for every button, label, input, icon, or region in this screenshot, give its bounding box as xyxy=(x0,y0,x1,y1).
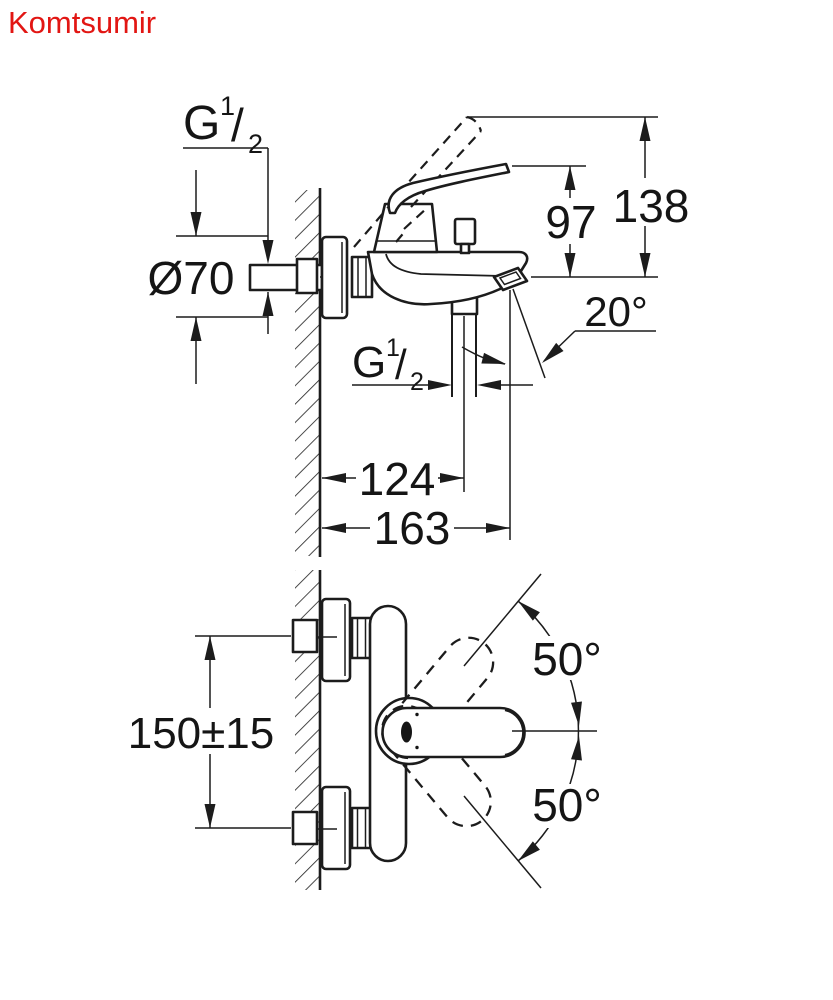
upper-square-nut xyxy=(291,618,319,654)
label-shower-thread-sub: 2 xyxy=(410,368,424,396)
dim-depth-163: 163 xyxy=(322,502,510,554)
spout-aerator xyxy=(492,266,529,292)
label-diameter-70: Ø70 xyxy=(148,252,235,304)
wall-hatching xyxy=(295,190,320,556)
lever-handle-plan xyxy=(381,706,526,759)
dim-shower-thread: G 1 / 2 xyxy=(352,316,533,492)
label-swivel-upper-50: 50° xyxy=(532,633,602,685)
dim-depth-124: 124 xyxy=(322,453,464,505)
lever-handle-side xyxy=(387,162,511,215)
dim-spout-angle: 20° xyxy=(461,288,656,540)
handle-raised-dashed xyxy=(353,115,483,248)
upper-escutcheon xyxy=(320,597,352,683)
wall-section xyxy=(295,188,322,557)
label-shower-thread-sup: 1 xyxy=(386,334,400,362)
union-hex-nut xyxy=(350,255,374,299)
label-wall-thread-slash: / xyxy=(231,99,244,151)
lower-escutcheon xyxy=(320,785,352,871)
label-angle-20: 20° xyxy=(584,288,648,335)
faucet-body xyxy=(366,250,529,306)
label-wall-thread-sub: 2 xyxy=(248,129,263,159)
side-view: G 1 / 2 Ø70 xyxy=(148,91,692,557)
label-height-97: 97 xyxy=(545,196,596,248)
label-wall-thread-g: G xyxy=(183,97,220,150)
label-swivel-lower-50: 50° xyxy=(532,779,602,831)
lower-inlet-assembly xyxy=(291,785,373,871)
dim-escutcheon-diameter: Ø70 xyxy=(148,170,268,384)
dim-inlet-spacing: 150±15 xyxy=(128,635,291,829)
label-wall-thread-sup: 1 xyxy=(220,91,235,121)
dim-wall-thread: G 1 / 2 xyxy=(183,91,274,334)
label-depth-163: 163 xyxy=(374,502,451,554)
label-depth-124: 124 xyxy=(359,453,436,505)
plan-view: 150±15 50° 50° xyxy=(128,570,606,890)
dim-swivel-angles: 50° 50° xyxy=(463,573,606,889)
label-spacing-150: 150±15 xyxy=(128,709,275,758)
handle-recess xyxy=(401,721,412,743)
label-height-138: 138 xyxy=(613,180,690,232)
upper-inlet-assembly xyxy=(291,597,373,683)
diverter-knob xyxy=(453,217,477,255)
lower-hex-nut xyxy=(350,806,373,850)
escutcheon-side xyxy=(320,235,349,320)
site-logo[interactable]: Komtsumir xyxy=(8,5,157,40)
inlet-connection xyxy=(248,257,338,295)
label-shower-thread-slash: / xyxy=(395,341,407,388)
inlet-square-nut xyxy=(295,257,319,295)
upper-hex-nut xyxy=(350,616,373,660)
label-shower-thread-g: G xyxy=(352,338,386,387)
lower-square-nut xyxy=(291,810,319,846)
dim-heights: 97 138 xyxy=(468,116,692,278)
